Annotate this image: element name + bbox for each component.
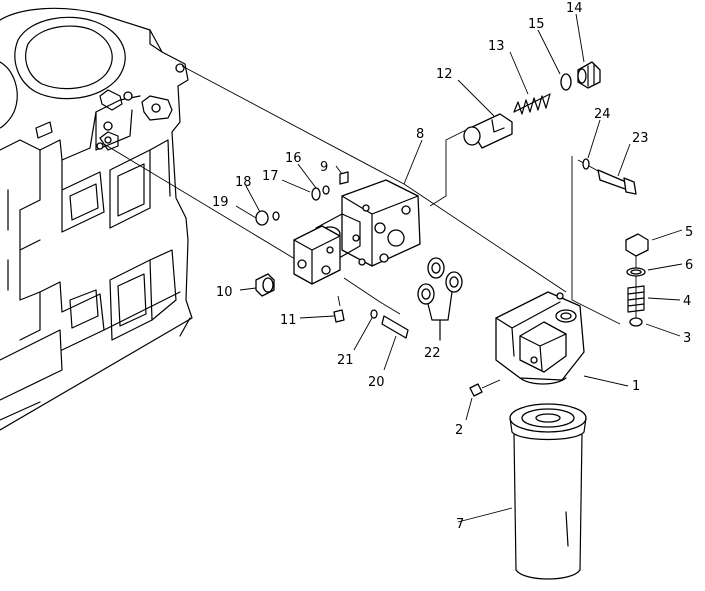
- small-parts: [255, 61, 649, 397]
- callout-15: 15: [528, 17, 545, 32]
- callout-11: 11: [280, 313, 297, 328]
- callout-18: 18: [235, 175, 252, 190]
- callout-22: 22: [424, 346, 441, 361]
- callout-10: 10: [216, 285, 233, 300]
- callout-labels: 1 2 3 4 5 6 7 8 9 10 11 12 13 14 15 16 1…: [212, 1, 693, 532]
- filter-head-part-1: [495, 291, 585, 385]
- callout-12: 12: [436, 67, 453, 82]
- callout-19: 19: [212, 195, 229, 210]
- callout-5: 5: [685, 225, 693, 240]
- callout-21: 21: [337, 353, 354, 368]
- callout-9: 9: [320, 160, 328, 175]
- filter-cartridge-part-7: [509, 403, 587, 580]
- leader-lines: [235, 13, 683, 523]
- callout-7: 7: [456, 517, 464, 532]
- callout-17: 17: [262, 169, 279, 184]
- callout-20: 20: [368, 375, 385, 390]
- callout-13: 13: [488, 39, 505, 54]
- assembly-lines: [103, 65, 637, 325]
- callout-23: 23: [632, 131, 649, 146]
- callout-14: 14: [566, 1, 583, 16]
- engine-block: [0, 7, 193, 431]
- callout-24: 24: [594, 107, 611, 122]
- callout-16: 16: [285, 151, 302, 166]
- callout-1: 1: [632, 379, 640, 394]
- valve-body-part-8: [293, 179, 421, 285]
- callout-4: 4: [683, 294, 691, 309]
- callout-2: 2: [455, 423, 463, 438]
- callout-6: 6: [685, 258, 693, 273]
- callout-3: 3: [683, 331, 691, 346]
- callout-8: 8: [416, 127, 424, 142]
